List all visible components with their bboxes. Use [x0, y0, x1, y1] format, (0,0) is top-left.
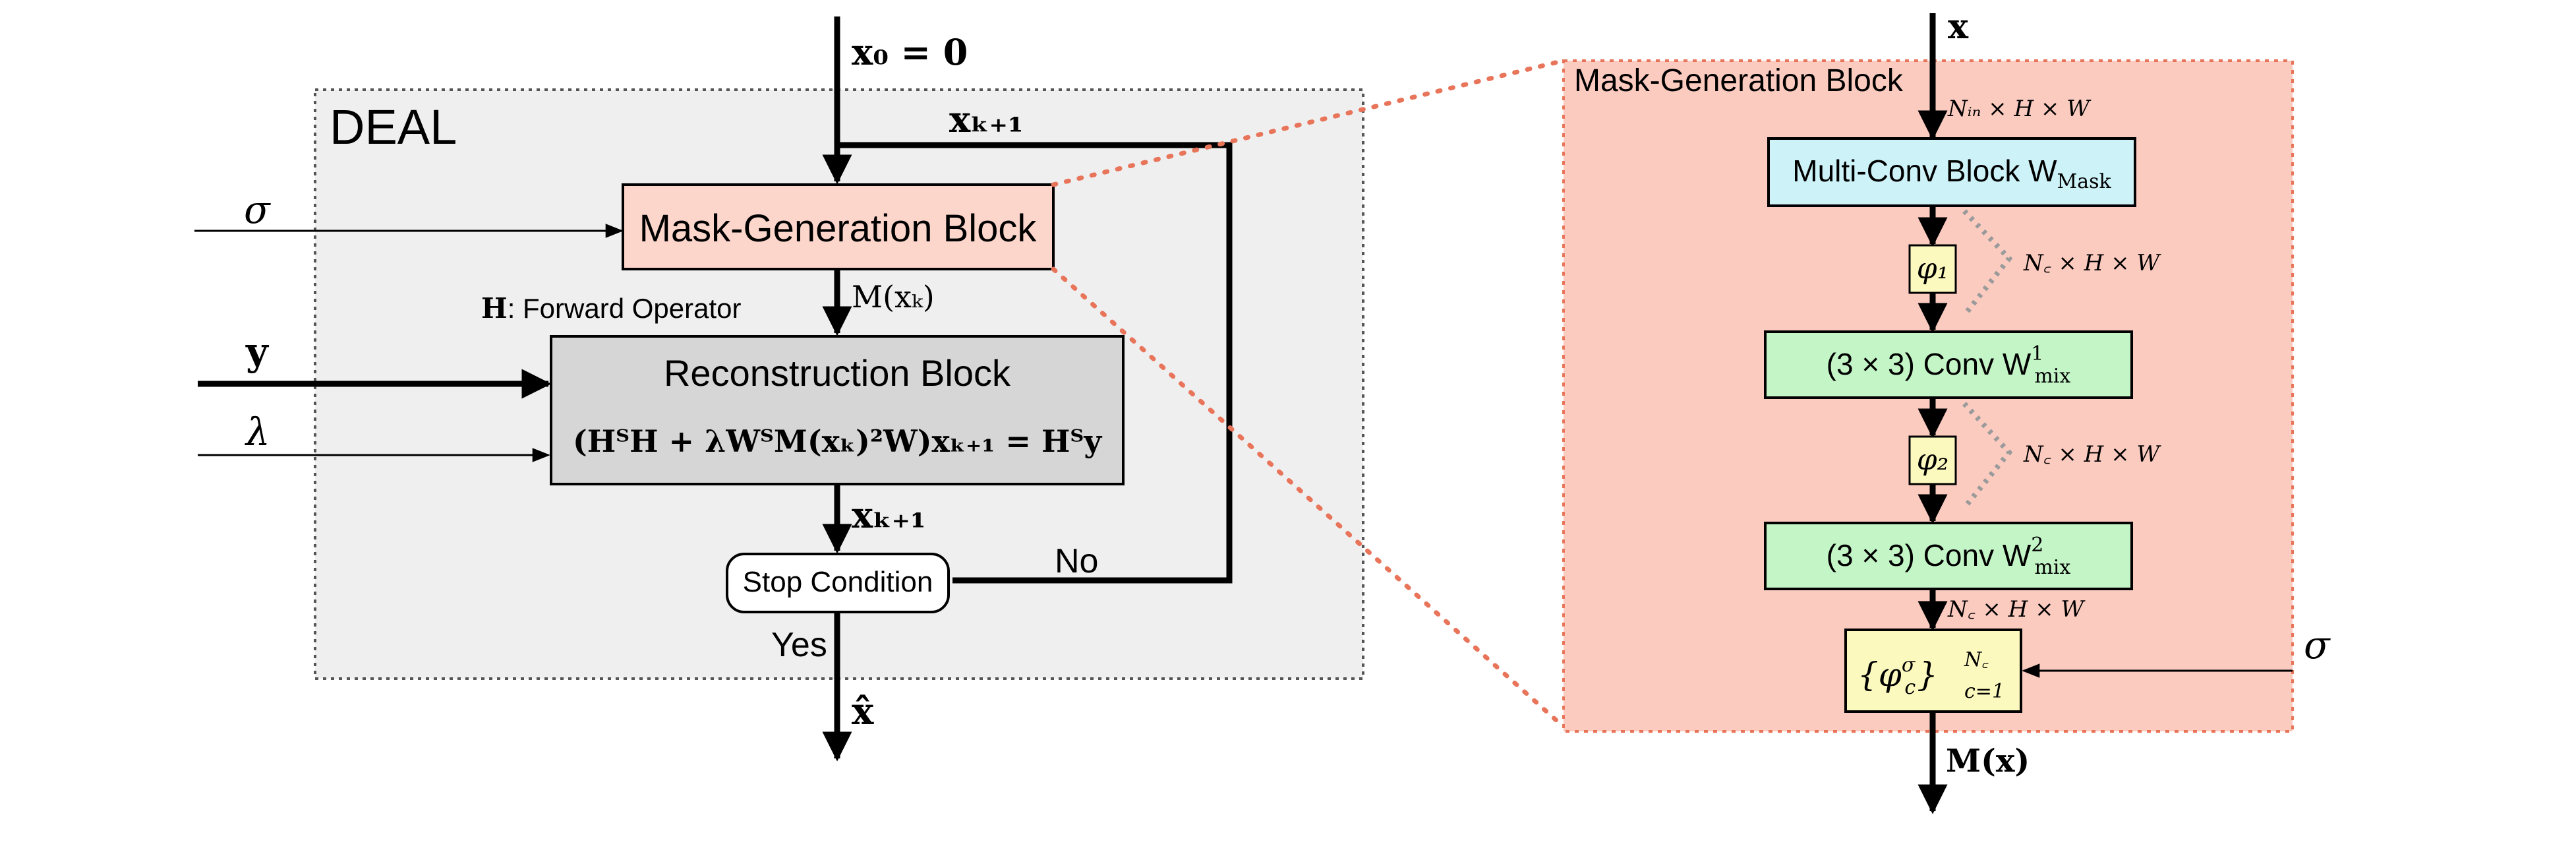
phi1-label: φ₁	[1917, 252, 1948, 286]
loop-label: xₖ₊₁	[949, 98, 1024, 140]
forward-operator-note: H: Forward Operator	[481, 292, 741, 324]
activation-lower-label: c=1	[1964, 680, 2005, 703]
zoom-line-top	[1051, 58, 1566, 187]
activation-upper-label: N꜀	[1964, 648, 1989, 671]
stop-condition-label: Stop Condition	[743, 566, 933, 598]
multi-conv-label: Multi-Conv Block WMask	[1792, 154, 2111, 193]
phi2-label: φ₂	[1917, 443, 1948, 477]
no-label: No	[1055, 542, 1098, 580]
recon-output-label: xₖ₊₁	[852, 494, 926, 536]
phi2-bypass-marker	[1962, 402, 2013, 510]
reconstruction-block	[550, 335, 1125, 485]
mask-generation-block	[622, 183, 1055, 270]
dim-c2-label: N꜀ × H × W	[2023, 441, 2161, 468]
mask-output-label: M(xₖ)	[852, 279, 935, 315]
feedback-loop	[837, 142, 1233, 584]
reconstruction-equation: (HᵀH + λWᵀM(xₖ)²W)xₖ₊₁ = Hᵀy	[573, 423, 1102, 459]
dim-in-label: Nᵢₙ × H × W	[1947, 96, 2092, 122]
sigma-label: σ	[244, 187, 271, 232]
phi1-bypass-marker	[1962, 209, 2013, 317]
output-label: x̂	[852, 690, 874, 733]
zoom-line-bottom	[1051, 266, 1566, 729]
lambda-label: λ	[245, 410, 270, 454]
detail-input-label: x	[1948, 7, 1969, 47]
dim-c1-label: N꜀ × H × W	[2023, 250, 2161, 276]
dim-c3-label: N꜀ × H × W	[1947, 596, 2086, 623]
detail-panel-title: Mask-Generation Block	[1574, 63, 1904, 98]
activation-block	[1844, 629, 2022, 713]
detail-sigma-label: σ	[2304, 623, 2331, 667]
conv-mix1-block	[1764, 330, 2133, 399]
yes-label: Yes	[771, 626, 827, 664]
deal-title: DEAL	[330, 100, 457, 154]
y-label: y	[245, 329, 270, 374]
input-x0-label: x₀ = 0	[852, 31, 968, 73]
conv-mix2-block	[1764, 522, 2133, 590]
detail-output-label: M(x)	[1946, 743, 2030, 780]
multi-conv-block	[1767, 137, 2136, 207]
reconstruction-title: Reconstruction Block	[664, 352, 1011, 394]
mask-block-label: Mask-Generation Block	[639, 207, 1038, 250]
